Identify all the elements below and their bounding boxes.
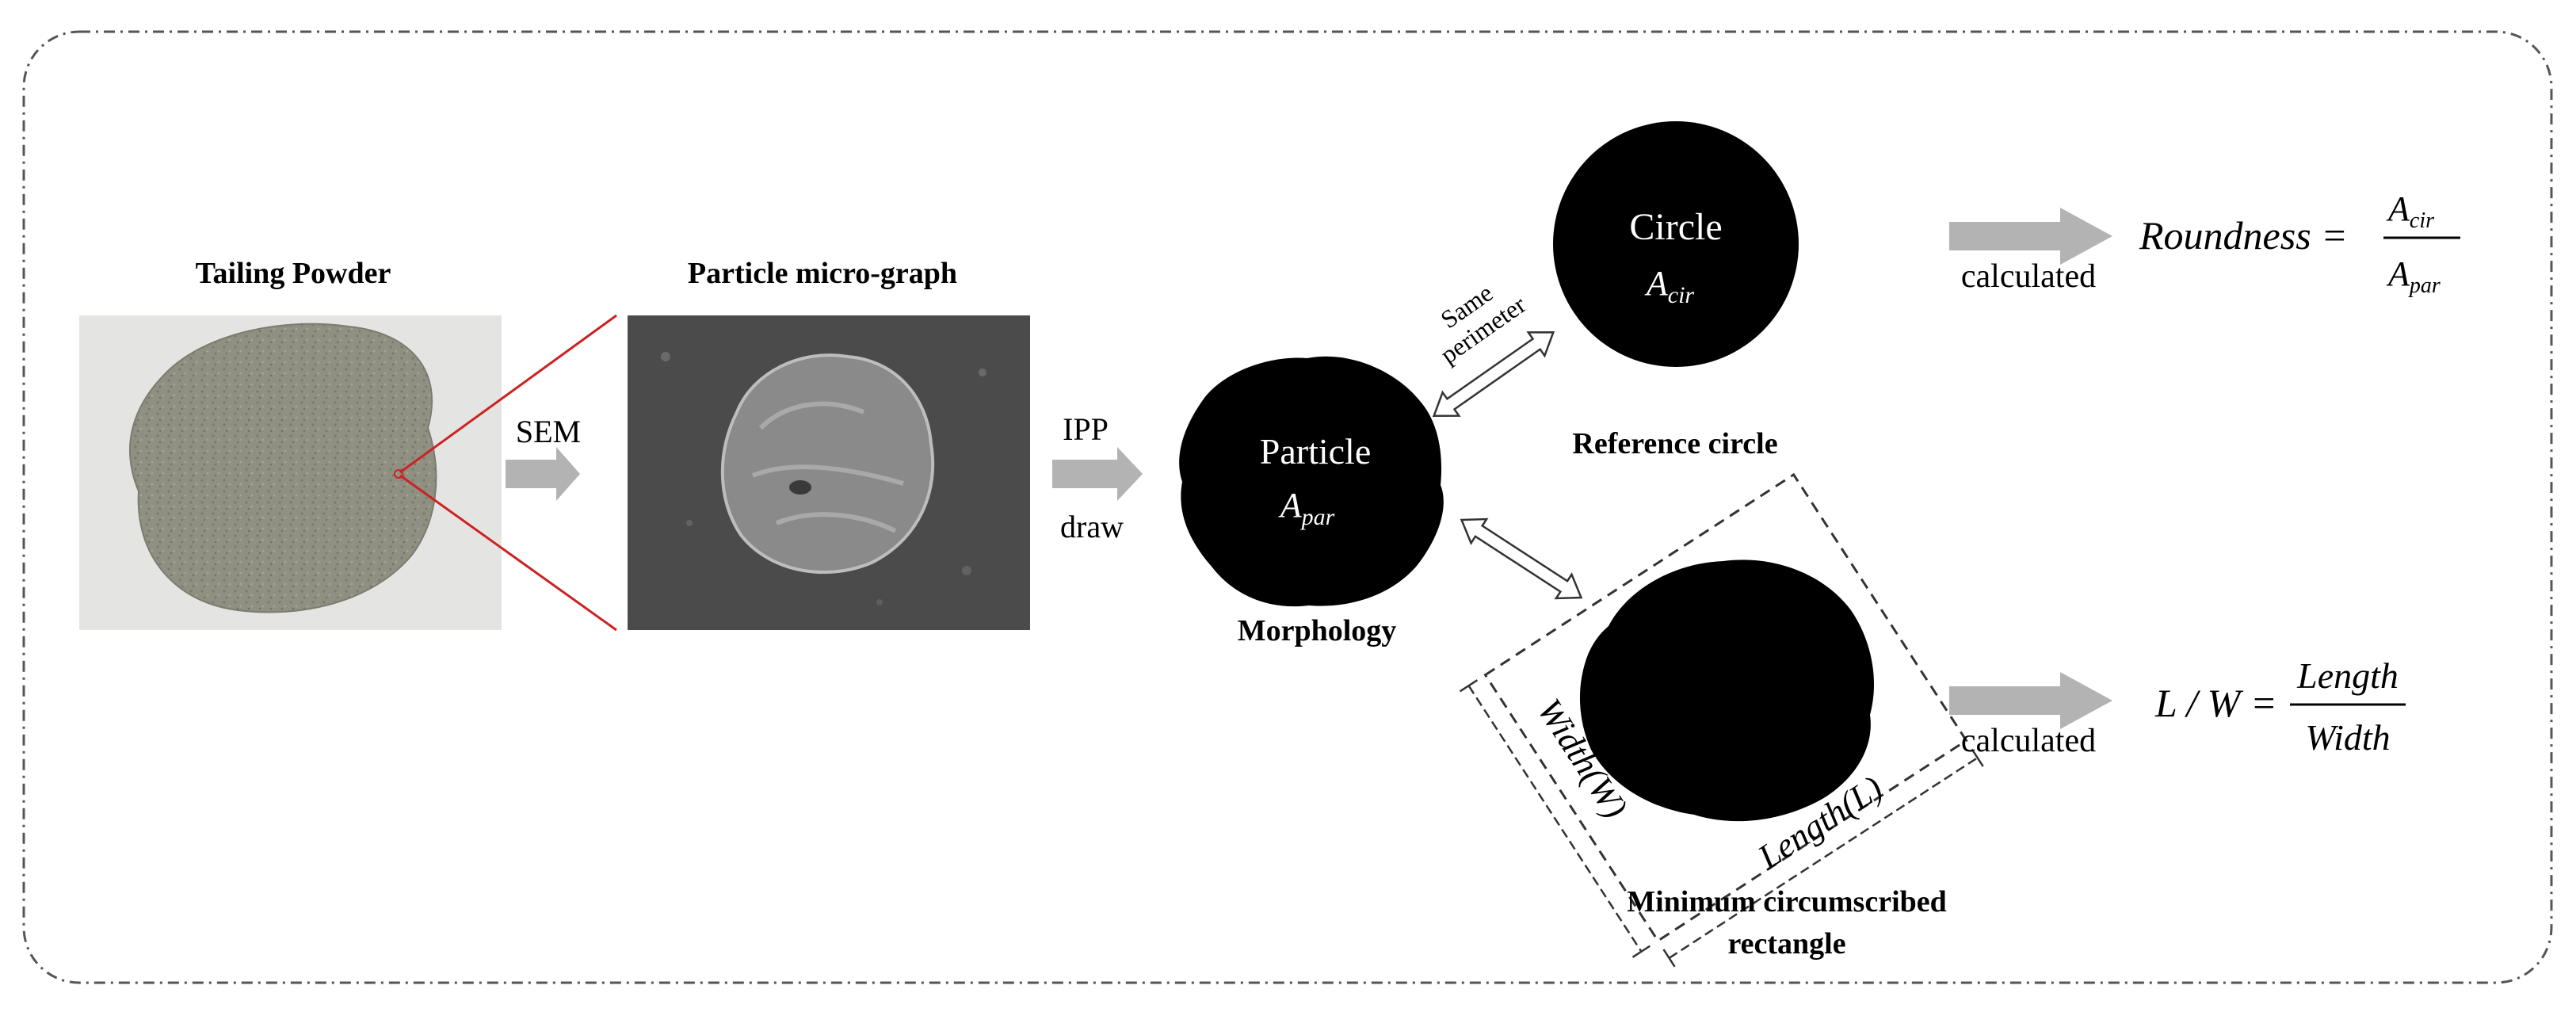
min-rectangle-label-line1: Minimum circumscribed [1627,885,1947,919]
reference-circle-label: Reference circle [1572,427,1777,460]
calculated-label-2: calculated [1961,723,2096,759]
sem-arrow-icon [506,447,580,501]
same-perimeter-arrow-icon [1432,330,1555,418]
calculated-label-1: calculated [1961,258,2096,295]
particle-label: Particle [1260,431,1372,472]
reference-circle-shape [1553,121,1799,367]
tailing-powder-photo [79,315,502,630]
rectangle-relation-arrow-icon [1460,518,1583,600]
circle-label: Circle [1629,206,1722,248]
lw-arrow-icon [1949,672,2112,729]
sem-micrograph-image [628,315,1030,630]
width-dimension-line [1467,685,1643,953]
svg-text:Acir: Acir [2386,189,2434,233]
a-cir-label: Acir [1644,264,1695,308]
zoom-line-bottom [399,474,617,632]
lw-formula: L / W = Length Width [2154,655,2406,758]
ipp-arrow-icon [1052,447,1143,501]
tailing-powder-title: Tailing Powder [196,257,391,290]
length-dimension-line [1668,757,1979,959]
particle-micrograph-title: Particle micro-graph [688,257,957,290]
draw-label: draw [1060,509,1124,544]
morphology-label: Morphology [1238,614,1397,647]
svg-text:Length: Length [2296,655,2399,696]
ipp-label: IPP [1063,411,1109,447]
min-rectangle-group [1459,472,1984,968]
svg-text:L / W =: L / W = [2154,681,2277,725]
sem-label: SEM [516,414,581,449]
zoom-line-top [399,314,617,474]
particle-morphology-shape [1179,356,1444,607]
a-par-label: Apar [1278,486,1335,530]
min-rectangle-label-line2: rectangle [1727,927,1845,961]
svg-text:Width: Width [2305,717,2390,758]
svg-text:Apar: Apar [2386,254,2441,298]
min-rectangle-outline [1483,472,1968,943]
svg-text:Roundness =: Roundness = [2139,213,2348,258]
outer-frame [22,30,2553,984]
zoom-spot [394,469,403,479]
roundness-arrow-icon [1949,208,2112,265]
roundness-formula: Roundness = Acir Apar [2139,189,2460,298]
rectangle-particle-shape [1579,560,1875,822]
